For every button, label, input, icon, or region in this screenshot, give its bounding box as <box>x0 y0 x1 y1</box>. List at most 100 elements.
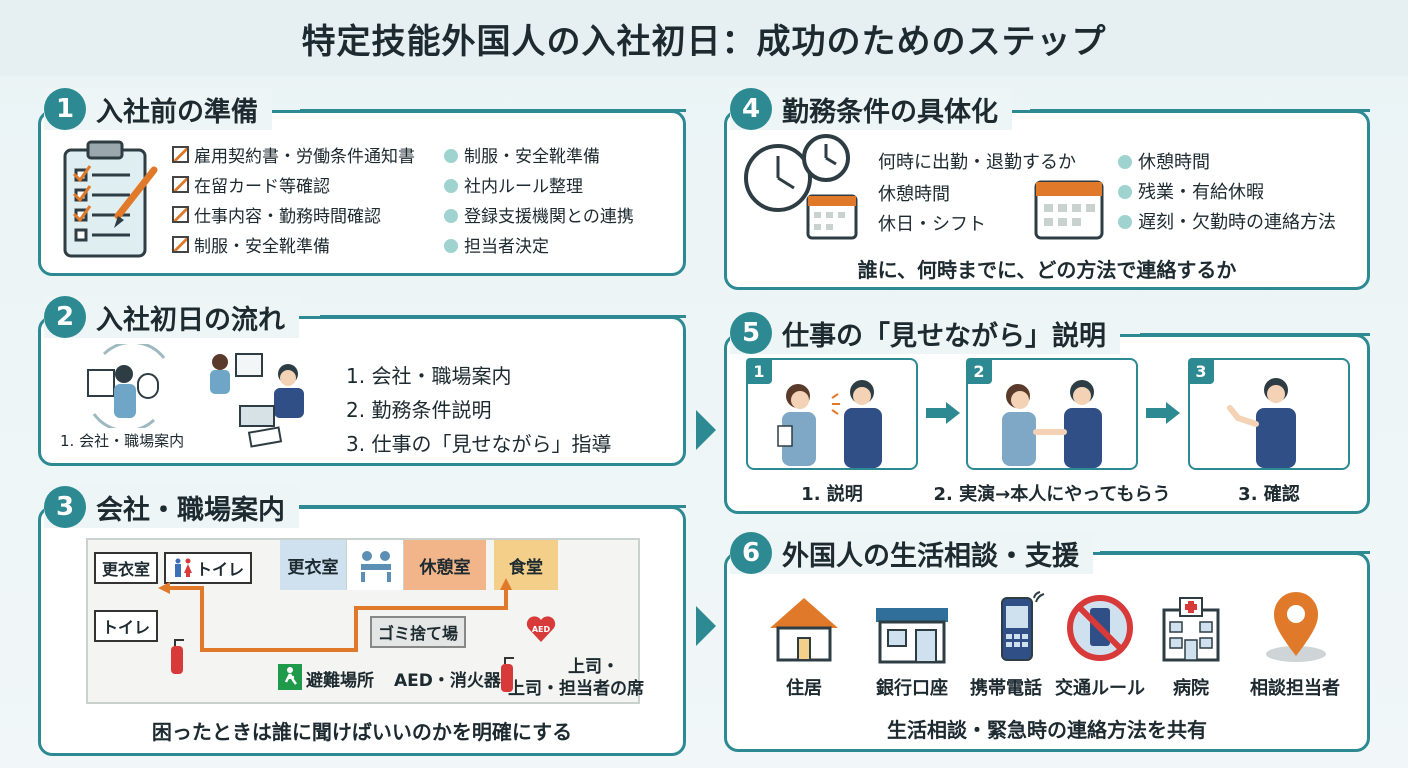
s5-arrow-2 <box>1146 402 1180 424</box>
section-3-title: 会社・職場案内 <box>96 494 285 526</box>
route-arrows <box>158 578 512 652</box>
meeting-room <box>346 540 404 590</box>
s6-icon-label-1: 銀行口座 <box>876 678 948 699</box>
s2-step-0: 1. 会社・職場案内 <box>346 364 512 388</box>
section-3-heading-line <box>296 505 686 508</box>
section-2-heading-line <box>320 315 686 318</box>
s6-icon-label-5: 相談担当者 <box>1250 678 1340 699</box>
section-6-panel <box>724 552 1370 752</box>
s6-icon-label-0: 住居 <box>786 678 822 699</box>
section-5-heading: 5 仕事の「見せながら」説明 <box>730 312 1120 354</box>
room-locker-2: 更衣室 <box>280 540 346 590</box>
room-rest: 休憩室 <box>404 540 486 590</box>
s1-dot-3: 担当者決定 <box>444 232 549 257</box>
s1-check-0: 雇用契約書・労働条件通知書 <box>172 142 415 167</box>
room-locker-1: 更衣室 <box>94 552 159 584</box>
calendar-icon <box>1034 180 1104 240</box>
s4-left-2: 休日・シフト <box>878 214 986 235</box>
emergency-exit-icon <box>278 664 302 690</box>
boss-label: 上司・担当者の席 <box>508 679 644 699</box>
s4-right-2: 遅刻・欠勤時の連絡方法 <box>1118 208 1336 234</box>
section-6-title: 外国人の生活相談・支援 <box>782 540 1079 572</box>
s1-check-1: 在留カード等確認 <box>172 172 330 197</box>
bank-icon <box>876 608 948 664</box>
section-6-heading-line <box>1100 551 1370 554</box>
fire-extinguisher-icon <box>171 639 184 674</box>
s5-step-1-box: 1 <box>746 358 918 470</box>
s5-step-3-box: 3 <box>1188 358 1350 470</box>
confirm-illustration <box>1227 378 1296 468</box>
s1-dot-0: 制服・安全靴準備 <box>444 142 600 167</box>
orientation-illustration <box>210 353 304 448</box>
s5-step-2-number: 2 <box>966 358 992 384</box>
consultant-location-icon <box>1266 592 1326 662</box>
evac-label: 避難場所 <box>306 671 374 691</box>
s5-step-2-label: 2. 実演→本人にやってもらう <box>933 484 1171 505</box>
page-title: 特定技能外国人の入社初日：成功のためのステップ <box>301 21 1107 62</box>
demonstrate-illustration <box>1002 380 1102 468</box>
s5-step-1-label: 1. 説明 <box>801 484 863 505</box>
section-5-title: 仕事の「見せながら」説明 <box>782 320 1106 352</box>
room-trash: ゴミ捨て場 <box>370 616 467 648</box>
s1-check-2: 仕事内容・勤務時間確認 <box>172 202 381 227</box>
clock-icon <box>744 134 858 240</box>
office-tour-illustration <box>87 344 166 428</box>
section-4-heading-line <box>1030 109 1370 112</box>
s2-step-1: 2. 勤務条件説明 <box>346 398 492 422</box>
section-1-title: 入社前の準備 <box>96 96 258 128</box>
s2-step-2: 3. 仕事の「見せながら」指導 <box>346 432 612 456</box>
hospital-icon <box>1162 597 1220 662</box>
section-1-heading-line <box>300 109 686 112</box>
meeting-icon <box>361 551 391 582</box>
house-icon <box>770 598 838 662</box>
arrow-to-right-column-1 <box>696 410 716 450</box>
no-phone-icon <box>1067 595 1133 661</box>
arrow-to-right-column-2 <box>696 606 716 646</box>
mobile-phone-icon <box>1001 591 1045 661</box>
s1-check-3: 制服・安全靴準備 <box>172 232 330 257</box>
s6-footer: 生活相談・緊急時の連絡方法を共有 <box>887 718 1207 742</box>
title-bar: 特定技能外国人の入社初日：成功のためのステップ <box>0 0 1408 76</box>
clipboard-icon <box>63 140 158 258</box>
fire-extinguisher-icon-2 <box>501 657 514 692</box>
aed-extinguisher-label: AED・消火器 <box>394 671 501 691</box>
s3-footer: 困ったときは誰に聞けばいいのかを明確にする <box>151 720 573 744</box>
s4-left-1: 休憩時間 <box>878 184 950 205</box>
section-5-number: 5 <box>730 312 772 354</box>
restroom-icon <box>175 558 192 577</box>
section-2-heading: 2 入社初日の流れ <box>44 296 299 338</box>
s5-step-2-box: 2 <box>966 358 1138 470</box>
s2-caption: 1. 会社・職場案内 <box>60 432 185 450</box>
s5-step-1-number: 1 <box>746 358 772 384</box>
s1-dot-1: 社内ルール整理 <box>444 172 583 197</box>
section-6-heading: 6 外国人の生活相談・支援 <box>730 532 1093 574</box>
section-3-number: 3 <box>44 486 86 528</box>
section-4-title: 勤務条件の具体化 <box>782 96 998 128</box>
s6-icon-label-3: 交通ルール <box>1055 678 1145 699</box>
s6-icon-label-2: 携帯電話 <box>970 678 1042 699</box>
explain-illustration <box>777 380 882 468</box>
section-4-heading: 4 勤務条件の具体化 <box>730 88 1012 130</box>
section-1-number: 1 <box>44 88 86 130</box>
section-2-title: 入社初日の流れ <box>96 304 285 336</box>
section-5-heading-line <box>1140 333 1370 336</box>
boss-label-top: 上司・ <box>568 657 619 677</box>
s4-left-0: 何時に出勤・退勤するか <box>878 152 1076 173</box>
toilet-sign: トイレ <box>164 552 253 584</box>
section-2-number: 2 <box>44 296 86 338</box>
section-1-heading: 1 入社前の準備 <box>44 88 272 130</box>
s6-icon-label-4: 病院 <box>1173 678 1209 699</box>
s5-step-3-number: 3 <box>1188 358 1214 384</box>
s4-right-1: 残業・有給休暇 <box>1118 178 1264 204</box>
s5-arrow-1 <box>926 402 960 424</box>
s5-step-3-label: 3. 確認 <box>1238 484 1300 505</box>
aed-icon: AED <box>526 616 556 642</box>
section-4-number: 4 <box>730 88 772 130</box>
s4-footer: 誰に、何時までに、どの方法で連絡するか <box>857 258 1237 282</box>
toilet-label: トイレ <box>196 560 245 579</box>
section-3-heading: 3 会社・職場案内 <box>44 486 299 528</box>
section-6-number: 6 <box>730 532 772 574</box>
s4-right-0: 休憩時間 <box>1118 148 1210 174</box>
room-toilet-2: トイレ <box>94 610 159 642</box>
aed-heart-text: AED <box>532 625 551 634</box>
